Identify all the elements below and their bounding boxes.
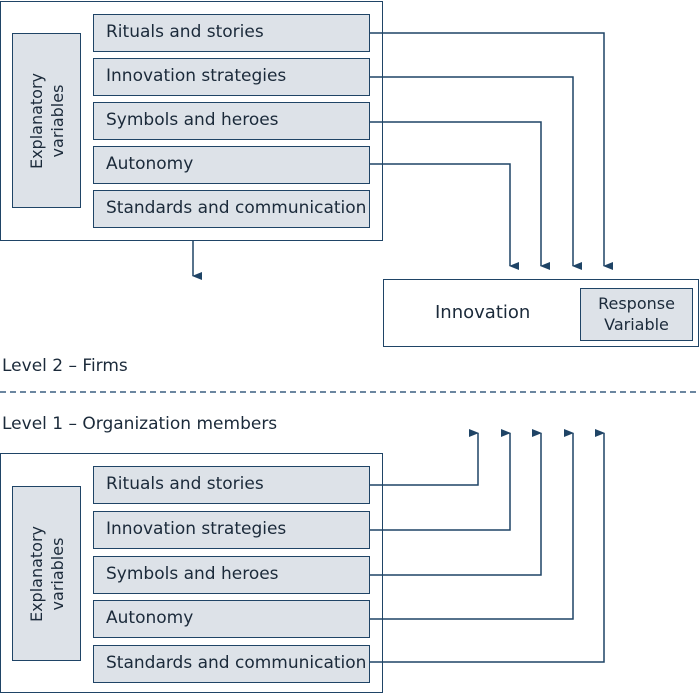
innovation-label: Innovation xyxy=(435,302,531,323)
response-variable-line1: Response xyxy=(598,294,675,313)
level1-explanatory-label-box: Explanatory variables xyxy=(12,486,81,661)
level2-item-autonomy: Autonomy xyxy=(93,146,370,184)
l1-arrow-autonomy xyxy=(370,429,574,620)
level1-item-standards-and-communication: Standards and communication xyxy=(93,645,370,683)
level2-explanatory-label-box: Explanatory variables xyxy=(12,33,81,208)
l1-arrow-innovation-strategies xyxy=(370,429,511,531)
level1-explanatory-label: Explanatory variables xyxy=(26,525,68,621)
level1-item-symbols-and-heroes: Symbols and heroes xyxy=(93,556,370,594)
l1-arrow-rituals xyxy=(370,429,479,486)
l2-arrow-rituals xyxy=(370,32,613,270)
response-variable-box: Response Variable xyxy=(580,288,693,341)
level2-item-rituals-and-stories: Rituals and stories xyxy=(93,14,370,52)
level2-item-innovation-strategies: Innovation strategies xyxy=(93,58,370,96)
innovation-response-box: Innovation Response Variable xyxy=(383,279,699,347)
level1-item-autonomy: Autonomy xyxy=(93,600,370,638)
level1-explanatory-line2: variables xyxy=(47,537,67,610)
level1-label: Level 1 – Organization members xyxy=(2,414,278,434)
level1-item-rituals-and-stories: Rituals and stories xyxy=(93,466,370,504)
level2-explanatory-label: Explanatory variables xyxy=(26,72,68,168)
response-variable-line2: Variable xyxy=(604,315,669,334)
l1-arrow-standards xyxy=(370,429,605,663)
level2-item-symbols-and-heroes: Symbols and heroes xyxy=(93,102,370,140)
l2-arrow-autonomy xyxy=(370,163,519,270)
level2-label: Level 2 – Firms xyxy=(2,356,128,376)
l2-arrow-innovation-strategies xyxy=(370,76,582,270)
level2-explanatory-line1: Explanatory xyxy=(26,72,46,169)
level2-item-standards-and-communication: Standards and communication xyxy=(93,190,370,228)
level1-explanatory-line1: Explanatory xyxy=(26,525,46,622)
l1-arrow-symbols xyxy=(370,429,542,576)
l2-arrow-symbols xyxy=(370,121,550,270)
level2-explanatory-line2: variables xyxy=(47,84,67,157)
level1-item-innovation-strategies: Innovation strategies xyxy=(93,511,370,549)
